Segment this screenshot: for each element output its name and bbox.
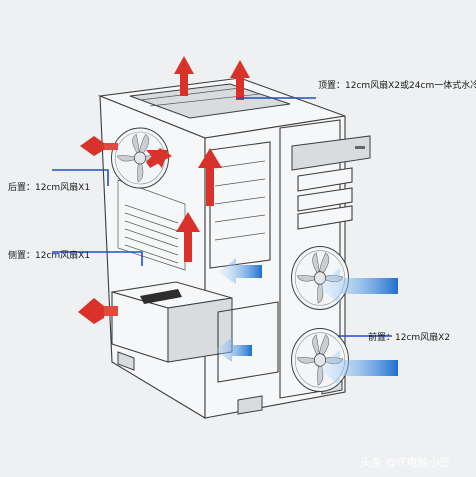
blue-intake-arrow-icon	[318, 268, 398, 304]
label-rear-fan: 后置：12cm风扇X1	[8, 181, 90, 193]
callout-lines	[52, 97, 392, 337]
intake-arrows	[214, 258, 398, 386]
red-exhaust-arrow-icon	[80, 136, 118, 156]
label-top-fans: 顶置：12cm风扇X2或24cm一体式水冷	[318, 79, 476, 91]
red-exhaust-arrow-icon	[230, 60, 250, 100]
red-exhaust-arrow-icon	[78, 298, 118, 324]
expansion-slots	[124, 204, 179, 264]
label-front-fans: 前置：12cm风扇X2	[368, 331, 450, 343]
labels: 顶置：12cm风扇X2或24cm一体式水冷 后置：12cm风扇X1 侧置：12c…	[8, 79, 476, 343]
callout-side	[52, 251, 143, 266]
blue-intake-arrow-icon	[214, 338, 252, 362]
blue-intake-arrow-icon	[218, 258, 262, 284]
red-exhaust-arrow-icon	[176, 212, 200, 262]
red-exhaust-arrow-icon	[146, 148, 172, 168]
blue-intake-arrow-icon	[318, 350, 398, 386]
watermark: 头条 @IT电脑小匠	[360, 455, 450, 469]
callout-rear	[52, 169, 109, 186]
red-exhaust-arrow-icon	[174, 56, 194, 96]
label-side-fan: 侧置：12cm风扇X1	[8, 249, 90, 261]
exhaust-arrows	[78, 56, 250, 324]
power-supply	[111, 281, 233, 363]
red-exhaust-arrow-icon	[198, 148, 222, 206]
